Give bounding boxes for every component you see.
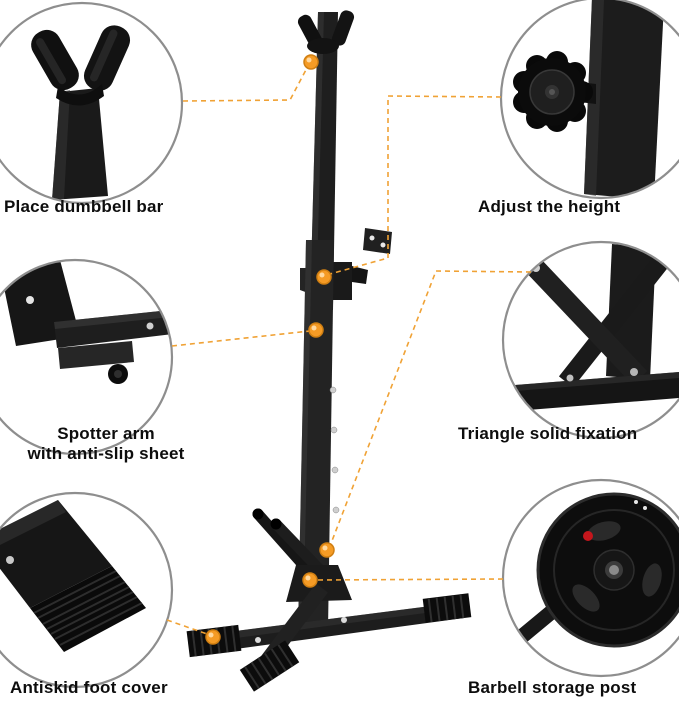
label-spotter-arm-line2: with anti-slip sheet bbox=[27, 444, 185, 463]
callout-antiskid-foot bbox=[0, 491, 174, 689]
rack-lower-post bbox=[298, 240, 340, 630]
marker-dot-antiskid-foot bbox=[205, 629, 221, 645]
marker-dot-barbell-storage bbox=[302, 572, 318, 588]
marker-dot-triangle-fixation bbox=[319, 542, 335, 558]
marker-dots bbox=[205, 54, 335, 645]
label-adjust-height: Adjust the height bbox=[478, 197, 621, 216]
leader-line-antiskid-foot bbox=[166, 619, 211, 636]
leader-line-barbell-storage bbox=[317, 578, 504, 581]
callout-place-dumbbell-bar bbox=[0, 1, 184, 205]
rack-base bbox=[186, 565, 472, 692]
rack-foot-right bbox=[422, 593, 472, 623]
callout-triangle-fixation bbox=[501, 240, 679, 440]
rack-upper-post bbox=[310, 12, 338, 310]
marker-dot-spotter-arm bbox=[308, 322, 324, 338]
label-antiskid-foot: Antiskid foot cover bbox=[10, 678, 168, 697]
label-spotter-arm-line1: Spotter arm bbox=[57, 424, 155, 443]
leader-line-spotter-arm bbox=[171, 330, 311, 347]
marker-dot-adjust-height bbox=[316, 269, 332, 285]
rack-storage-pegs bbox=[252, 508, 328, 578]
rack-illustration bbox=[186, 10, 472, 692]
label-triangle-fixation: Triangle solid fixation bbox=[458, 424, 638, 443]
label-barbell-storage: Barbell storage post bbox=[468, 678, 637, 697]
label-spotter-arm: Spotter arm with anti-slip sheet bbox=[0, 424, 212, 464]
leader-line-place-dumbbell bbox=[182, 65, 309, 102]
callout-adjust-height bbox=[499, 0, 679, 200]
callout-spotter-arm bbox=[0, 258, 174, 456]
leader-lines bbox=[166, 65, 532, 636]
leader-line-adjust-height bbox=[329, 95, 502, 275]
rack-side-bracket bbox=[363, 228, 392, 254]
marker-dot-place-dumbbell bbox=[303, 54, 319, 70]
rack-dumbbell-cradle bbox=[297, 10, 355, 54]
rack-foot-front bbox=[239, 640, 300, 692]
leader-line-triangle-fixation bbox=[329, 270, 532, 547]
callout-barbell-storage bbox=[501, 478, 679, 678]
label-place-dumbbell-bar: Place dumbbell bar bbox=[4, 197, 164, 216]
